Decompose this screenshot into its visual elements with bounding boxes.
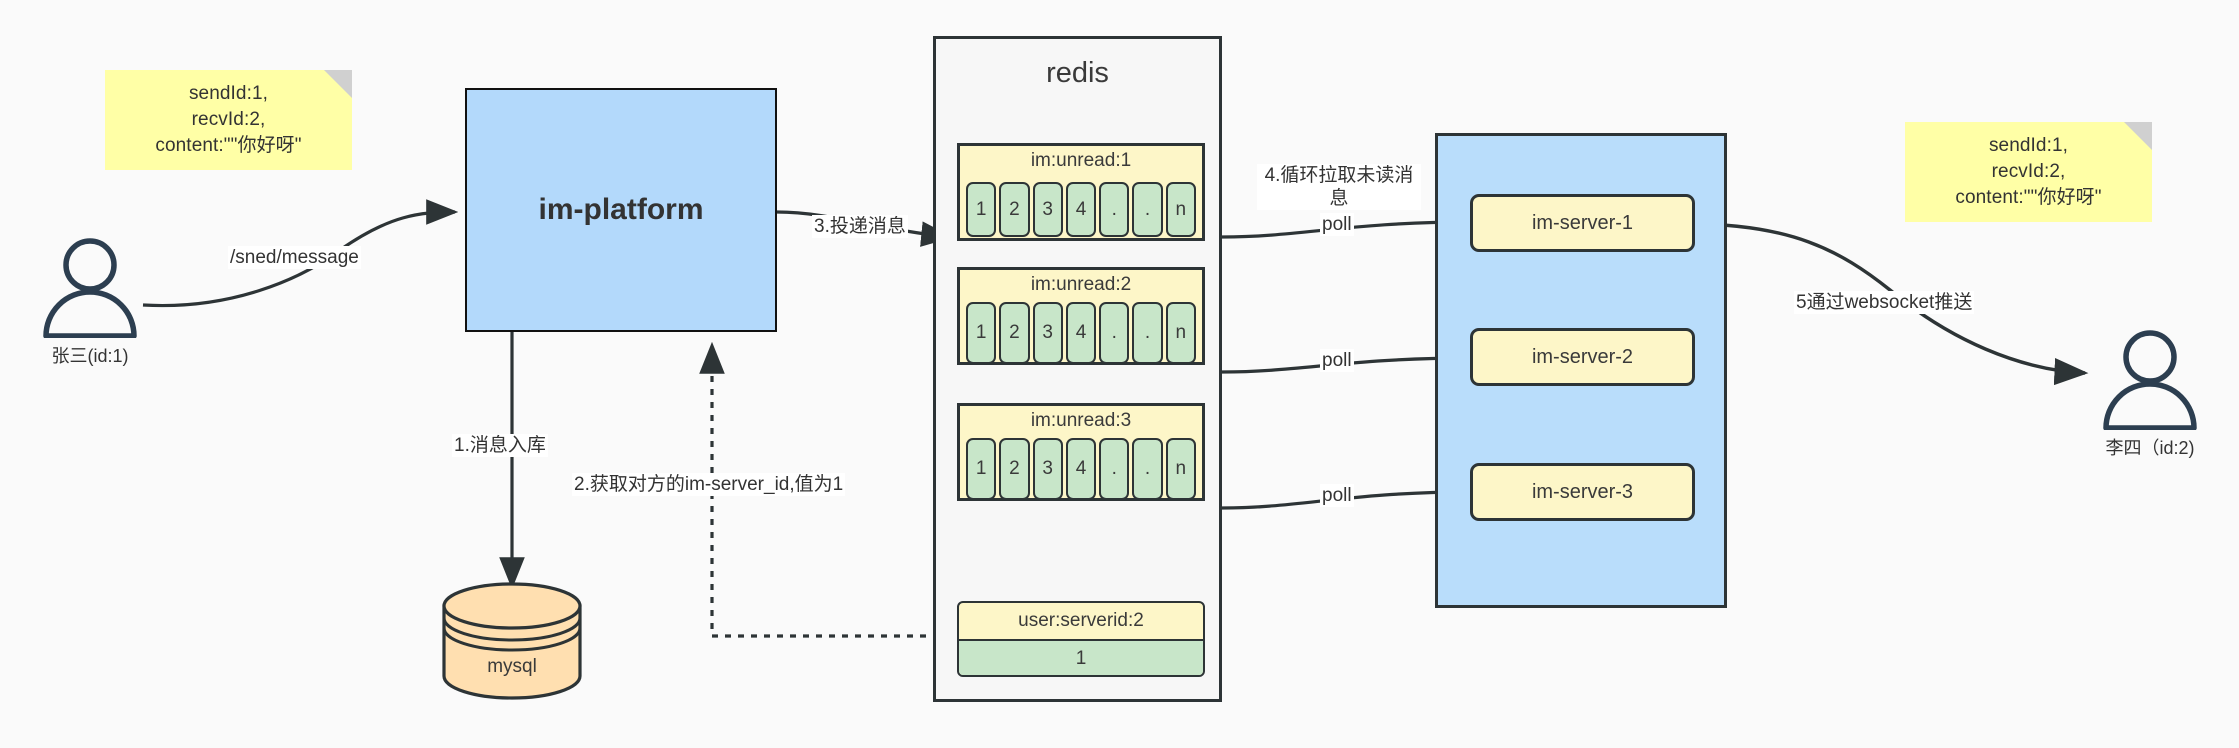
- redis-cell[interactable]: 1: [966, 438, 997, 500]
- database-cylinder-icon: [442, 582, 582, 700]
- redis-cell[interactable]: .: [1099, 182, 1130, 237]
- note-fold-icon: [2124, 122, 2152, 150]
- edge-label-step5: 5通过websocket推送: [1794, 291, 1975, 314]
- mysql-label: mysql: [487, 656, 537, 677]
- actor-sender-label: 张三(id:1): [51, 346, 129, 366]
- redis-cell[interactable]: 2: [999, 182, 1030, 237]
- redis-cell[interactable]: 1: [966, 182, 997, 237]
- redis-cell[interactable]: 3: [1032, 438, 1063, 500]
- im-server-3-label: im-server-3: [1531, 480, 1634, 503]
- redis-cell[interactable]: .: [1132, 302, 1163, 364]
- im-server-2-label: im-server-2: [1531, 345, 1634, 368]
- note-right-text: sendId:1, recvId:2, content:""你好呀": [1955, 135, 2102, 208]
- person-icon: [43, 238, 137, 339]
- redis-cell[interactable]: 4: [1065, 302, 1097, 364]
- redis-cell[interactable]: 3: [1032, 302, 1063, 364]
- im-server-cluster: im-server-1 im-server-2 im-server-3: [1435, 133, 1727, 608]
- edge-label-step1: 1.消息入库: [452, 434, 548, 457]
- redis-cell[interactable]: 1: [966, 302, 997, 364]
- redis-list-1-cells: 1 2 3 4 . . n: [966, 182, 1196, 237]
- redis-list-3-cells: 1 2 3 4 . . n: [966, 438, 1196, 500]
- person-icon: [2103, 330, 2197, 431]
- im-server-1-box[interactable]: im-server-1: [1470, 194, 1695, 252]
- im-server-2-box[interactable]: im-server-2: [1470, 328, 1695, 386]
- im-platform-node[interactable]: im-platform: [465, 88, 777, 332]
- note-fold-icon: [324, 70, 352, 98]
- im-platform-label: im-platform: [538, 193, 704, 226]
- redis-cell[interactable]: 4: [1065, 438, 1097, 500]
- redis-title: redis: [1046, 57, 1109, 89]
- im-server-1-label: im-server-1: [1531, 211, 1634, 234]
- redis-list-2-key: im:unread:2: [1030, 274, 1132, 295]
- redis-cell[interactable]: 4: [1065, 182, 1097, 237]
- redis-cell[interactable]: 2: [999, 302, 1030, 364]
- redis-list-3-key: im:unread:3: [1030, 410, 1132, 431]
- redis-kv-user-serverid[interactable]: user:serverid:2 1: [957, 601, 1205, 677]
- redis-cell[interactable]: n: [1165, 302, 1196, 364]
- actor-receiver-label: 李四（id:2): [2105, 438, 2195, 458]
- redis-cell[interactable]: .: [1132, 182, 1163, 237]
- redis-cell[interactable]: n: [1165, 438, 1196, 500]
- redis-cell[interactable]: .: [1132, 438, 1163, 500]
- redis-kv-key: user:serverid:2: [1018, 610, 1144, 631]
- note-right-message-payload: sendId:1, recvId:2, content:""你好呀": [1905, 122, 2152, 222]
- actor-sender: 张三(id:1): [30, 238, 150, 368]
- edge-label-step3: 3.投递消息: [812, 215, 908, 238]
- redis-cell[interactable]: n: [1165, 182, 1196, 237]
- note-left-text: sendId:1, recvId:2, content:""你好呀": [155, 83, 302, 156]
- redis-kv-value: 1: [959, 639, 1203, 675]
- redis-list-2-cells: 1 2 3 4 . . n: [966, 302, 1196, 364]
- edge-label-poll-2: poll: [1320, 349, 1354, 372]
- redis-list-im-unread-1[interactable]: im:unread:1 1 2 3 4 . . n: [957, 143, 1205, 241]
- redis-cell[interactable]: .: [1099, 438, 1130, 500]
- actor-receiver: 李四（id:2): [2090, 330, 2210, 460]
- note-left-message-payload: sendId:1, recvId:2, content:""你好呀": [105, 70, 352, 170]
- edge-label-step2: 2.获取对方的im-server_id,值为1: [572, 473, 846, 496]
- edge-label-poll-1: poll: [1320, 213, 1354, 236]
- redis-list-im-unread-3[interactable]: im:unread:3 1 2 3 4 . . n: [957, 403, 1205, 501]
- edge-label-send-message: /sned/message: [228, 246, 361, 269]
- mysql-database[interactable]: mysql: [432, 580, 592, 700]
- redis-list-im-unread-2[interactable]: im:unread:2 1 2 3 4 . . n: [957, 267, 1205, 365]
- redis-cell[interactable]: 3: [1032, 182, 1063, 237]
- redis-cell[interactable]: .: [1099, 302, 1130, 364]
- redis-container: redis im:unread:1 1 2 3 4 . . n im:unrea…: [933, 36, 1222, 702]
- redis-list-1-key: im:unread:1: [1030, 150, 1132, 171]
- edge-label-poll-3: poll: [1320, 484, 1354, 507]
- redis-cell[interactable]: 2: [999, 438, 1030, 500]
- edge-label-step4: 4.循环拉取未读消 息: [1257, 164, 1421, 210]
- im-server-3-box[interactable]: im-server-3: [1470, 463, 1695, 521]
